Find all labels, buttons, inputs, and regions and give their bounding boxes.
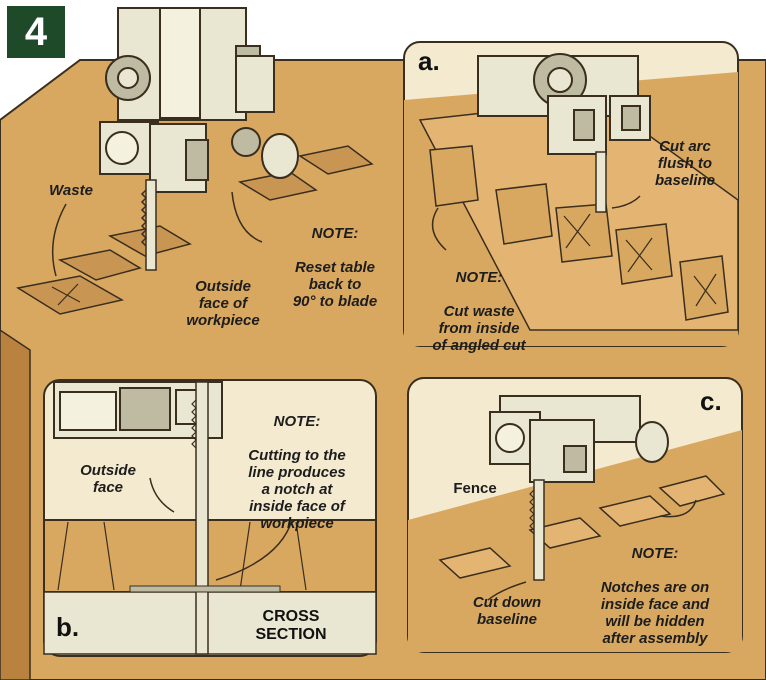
cutting-note: NOTE: Cutting to the line produces a not…	[222, 396, 372, 532]
cutting-note-title: NOTE:	[222, 413, 372, 430]
reset-note: NOTE: Reset table back to 90° to blade	[280, 208, 390, 310]
label-fence: Fence	[440, 480, 510, 497]
reset-note-title: NOTE:	[280, 225, 390, 242]
cut-waste-note-title: NOTE:	[414, 269, 544, 286]
workpiece-edge	[0, 330, 30, 680]
notches-note-body: Notches are on inside face and will be h…	[601, 579, 709, 647]
step-number-badge: 4	[7, 6, 65, 58]
panel-a-letter: a.	[418, 46, 440, 77]
label-outside-face-of-workpiece: Outside face of workpiece	[168, 278, 278, 329]
cut-waste-note-body: Cut waste from inside of angled cut	[432, 303, 525, 354]
panel-b-letter: b.	[56, 612, 79, 643]
notches-note-title: NOTE:	[580, 545, 730, 562]
panel-c-letter: c.	[700, 386, 722, 417]
cutting-note-body: Cutting to the line produces a notch at …	[248, 447, 346, 532]
label-cut-down-baseline: Cut down baseline	[452, 594, 562, 628]
label-waste: Waste	[36, 182, 106, 199]
label-cut-arc: Cut arc flush to baseline	[640, 138, 730, 189]
notches-note: NOTE: Notches are on inside face and wil…	[580, 528, 730, 647]
label-outside-face: Outside face	[68, 462, 148, 496]
saw-guide-main	[100, 8, 298, 192]
cut-waste-note: NOTE: Cut waste from inside of angled cu…	[414, 252, 544, 354]
label-cross-section: CROSS SECTION	[236, 608, 346, 644]
reset-note-body: Reset table back to 90° to blade	[293, 259, 377, 310]
